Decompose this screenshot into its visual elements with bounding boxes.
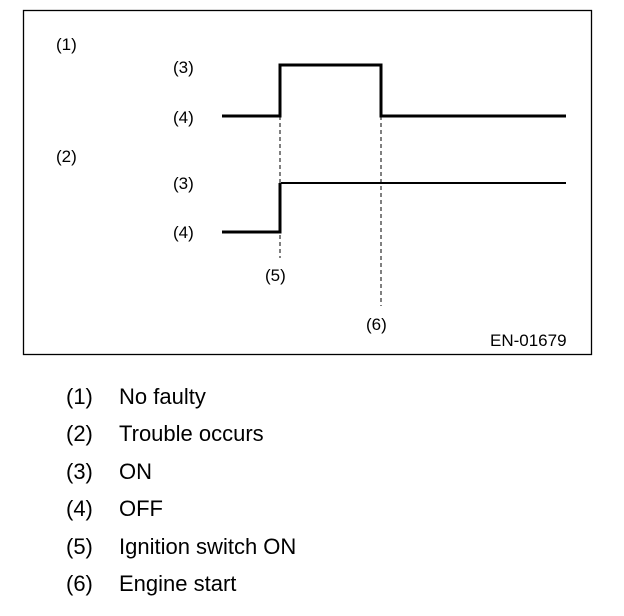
legend-text: Engine start (119, 570, 237, 596)
legend-item: (1) No faulty (66, 382, 296, 419)
legend-number: (4) (66, 496, 93, 522)
legend-number: (6) (66, 570, 93, 596)
figure-frame (22, 9, 593, 356)
legend-item: (2) Trouble occurs (66, 419, 296, 456)
label-off-lower: (4) (173, 223, 194, 242)
legend-item: (6) Engine start (66, 569, 296, 606)
legend-text: ON (119, 458, 152, 484)
figure-id: EN-01679 (490, 331, 567, 350)
legend-text: Ignition switch ON (119, 533, 297, 559)
legend-number: (2) (66, 421, 93, 447)
label-no-faulty: (1) (56, 35, 77, 54)
legend-text: No faulty (119, 384, 206, 409)
legend: (1) No faulty (2) Trouble occurs (3) ON (4) OFF… (66, 382, 296, 606)
signal-trouble-off (222, 183, 282, 234)
marker-label-engine-start: (6) (366, 315, 387, 334)
signal-no-faulty (222, 63, 566, 118)
label-trouble-occurs: (2) (56, 147, 77, 166)
legend-number: (3) (66, 458, 93, 484)
legend-number: (1) (66, 384, 93, 409)
label-off-upper: (4) (173, 108, 194, 127)
legend-item: (3) ON (66, 457, 296, 494)
legend-item: (5) Ignition switch ON (66, 532, 296, 569)
label-on-lower: (3) (173, 174, 194, 193)
timing-diagram: (1) (2) (3) (4) (3) (4) (5) (6) EN-01679 (22, 9, 593, 356)
legend-text: OFF (119, 496, 163, 522)
legend-item: (4) OFF (66, 494, 296, 531)
marker-label-ignition: (5) (265, 266, 286, 285)
legend-text: Trouble occurs (119, 421, 264, 447)
label-on-upper: (3) (173, 58, 194, 77)
legend-number: (5) (66, 533, 93, 559)
